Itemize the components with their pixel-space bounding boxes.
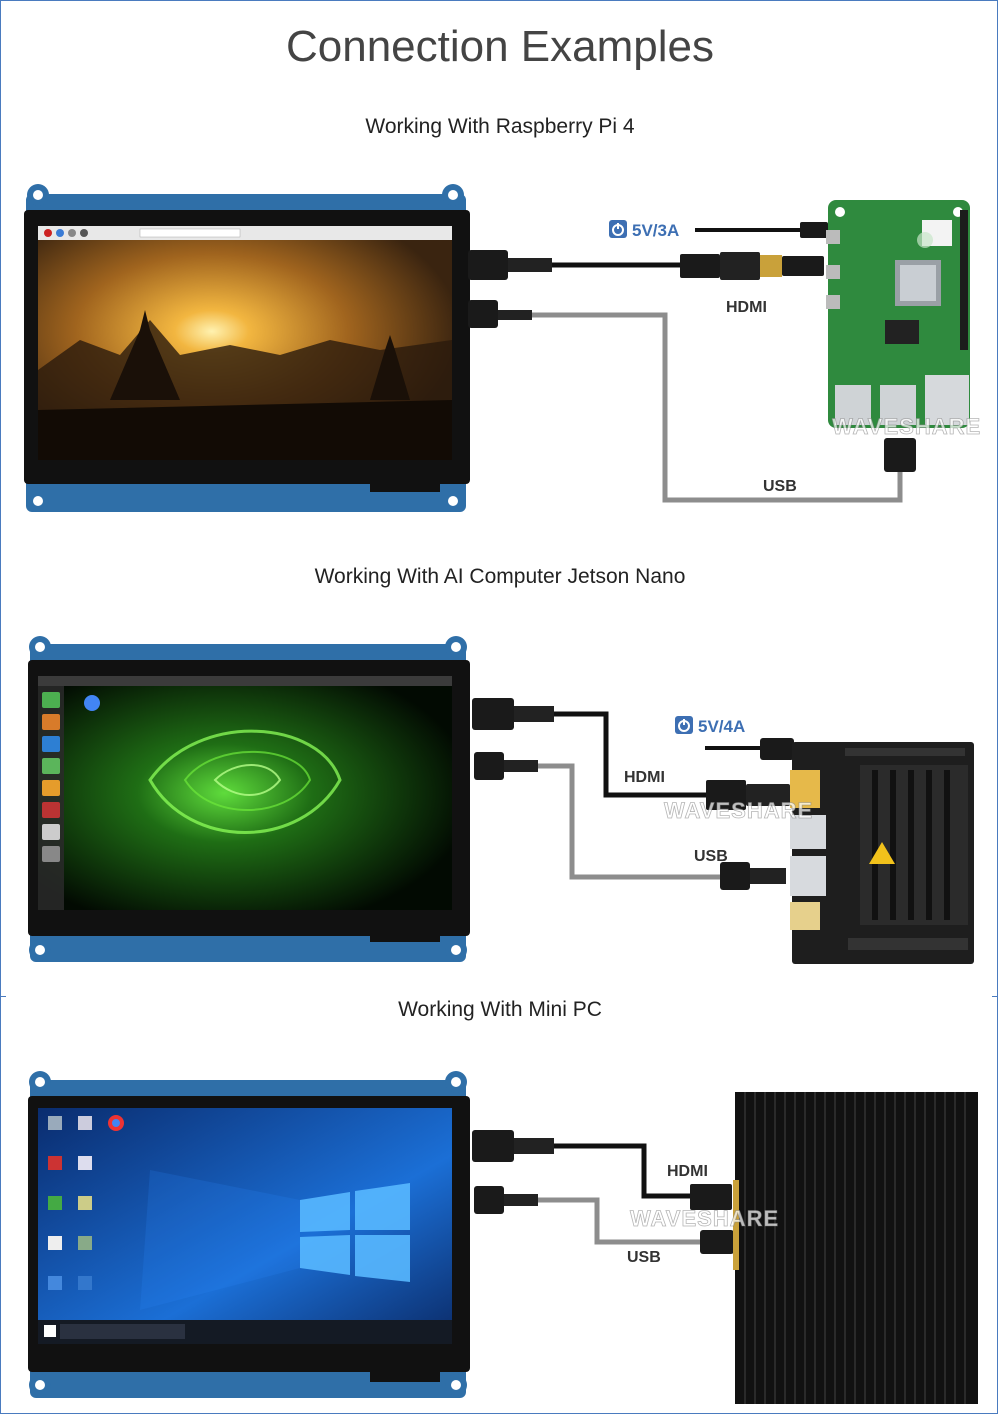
usb-label: USB [763,478,797,495]
lcd-display-2 [28,636,470,962]
power-icon [675,716,693,734]
page-frame-bottom [0,996,998,1414]
power-spec-label: 5V/4A [698,717,745,736]
section-2-diagram: 5V/4A HDMI USB WAVESHARE [28,636,974,964]
power-spec-label: 5V/3A [632,221,679,240]
jetson-nano-board [790,742,974,964]
lcd-display-1 [24,184,470,512]
section-2-scene: 5V/4A HDMI USB WAVESHARE [0,620,1000,980]
power-icon [609,220,627,238]
raspberry-pi-board [826,200,970,428]
section-3-scene: HDMI USB WAVESHARE [0,1060,1000,1410]
section-1-scene: 5V/3A HDMI USB WAVESHARE [0,170,1000,530]
watermark: WAVESHARE [664,798,813,823]
section-3-subtitle: Working With Mini PC [398,998,602,1021]
hdmi-label: HDMI [624,769,665,786]
mini-pc [733,1092,978,1404]
section-2-subtitle: Working With AI Computer Jetson Nano [314,565,686,588]
lcd-display-3 [28,1071,470,1398]
page-title: Connection Examples [285,22,714,71]
hdmi-label: HDMI [667,1163,708,1180]
usb-label: USB [627,1249,661,1266]
watermark: WAVESHARE [832,414,981,439]
usb-label: USB [694,848,728,865]
watermark: WAVESHARE [630,1206,779,1231]
section-3-diagram: HDMI USB WAVESHARE [28,1071,978,1404]
section-1-subtitle: Working With Raspberry Pi 4 [365,115,635,138]
page-frame-top [0,0,998,996]
section-1-diagram: 5V/3A HDMI USB WAVESHARE [24,184,981,512]
hdmi-label: HDMI [726,299,767,316]
